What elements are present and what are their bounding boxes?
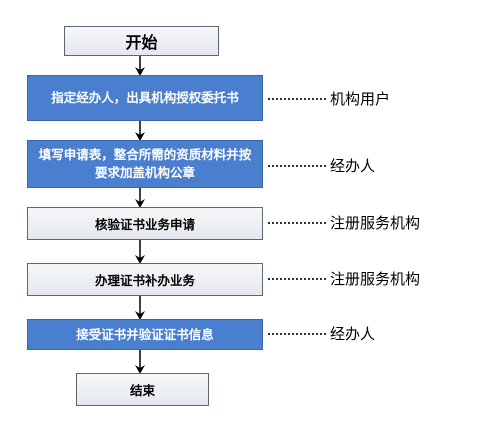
- connector-dots-1: [268, 98, 326, 100]
- arrowhead-4: [135, 255, 145, 264]
- step-apply-box: 填写申请表，整合所需的资质材料并按要求加盖机构公章: [27, 140, 263, 188]
- arrowhead-6: [135, 365, 145, 374]
- end-box: 结束: [76, 373, 209, 406]
- step-verify-box: 核验证书业务申请: [27, 207, 263, 240]
- step-accept-box: 接受证书并验证证书信息: [27, 319, 263, 350]
- connector-dots-4: [268, 278, 326, 280]
- step-verify-label: 核验证书业务申请: [94, 217, 195, 232]
- role-label-5: 经办人: [330, 325, 376, 343]
- arrowhead-1: [135, 67, 145, 76]
- step-reissue-label: 办理证书补办业务: [94, 273, 195, 288]
- step-authorize-label: 指定经办人，出具机构授权委托书: [51, 90, 239, 105]
- role-label-1: 机构用户: [330, 90, 391, 108]
- arrowhead-5: [135, 311, 145, 320]
- role-label-4: 注册服务机构: [330, 270, 421, 288]
- start-box: 开始: [64, 26, 219, 56]
- connector-dots-2: [268, 165, 326, 167]
- step-reissue-box: 办理证书补办业务: [27, 263, 263, 296]
- step-apply-label: 填写申请表，整合所需的资质材料并按要求加盖机构公章: [38, 147, 252, 180]
- step-accept-label: 接受证书并验证证书信息: [76, 326, 214, 342]
- step-authorize-box: 指定经办人，出具机构授权委托书: [27, 75, 263, 121]
- start-label: 开始: [125, 33, 158, 52]
- end-label: 结束: [129, 383, 155, 398]
- arrowhead-2: [135, 132, 145, 141]
- role-label-3: 注册服务机构: [330, 214, 421, 232]
- arrowhead-3: [135, 199, 145, 208]
- connector-dots-3: [268, 222, 326, 224]
- connector-dots-5: [268, 333, 326, 335]
- role-label-2: 经办人: [330, 157, 376, 175]
